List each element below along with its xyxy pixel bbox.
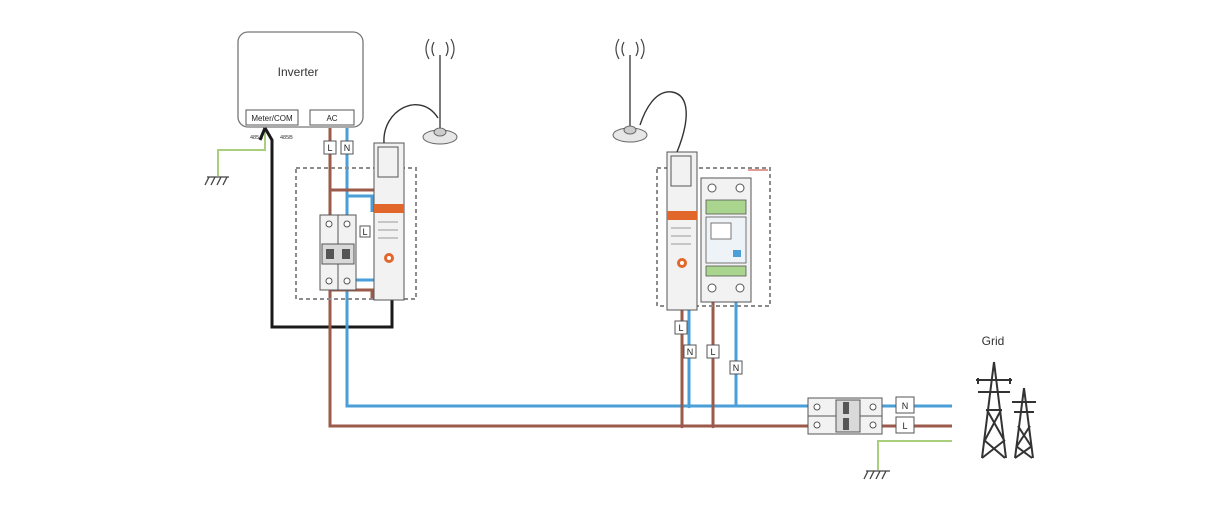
svg-text:N: N (344, 143, 351, 153)
wire-tag-n-inverter: N (340, 140, 354, 155)
rs485-wire (263, 127, 394, 329)
left-breaker (319, 214, 357, 291)
wire-tag-n-right-2: N (729, 360, 743, 375)
svg-text:N: N (902, 401, 909, 411)
svg-text:L: L (902, 421, 907, 431)
inverter: Inverter Meter/COM AC 485A 485B (237, 31, 364, 141)
svg-text:L: L (678, 323, 683, 333)
svg-text:L: L (710, 347, 715, 357)
grid-tag-n: N (895, 396, 915, 414)
ground-icon (204, 176, 229, 186)
wire-tag-n-right-1: N (683, 344, 697, 359)
svg-text:N: N (687, 347, 694, 357)
pin-485a-label: 485A (250, 135, 263, 141)
neutral-wire-main (345, 128, 952, 408)
inverter-ground (204, 128, 266, 186)
transmission-tower-icon (976, 361, 1036, 459)
wire-tag-l-inverter: L (323, 140, 337, 155)
wireless-signal-icon (615, 38, 645, 60)
wire-tag-l-right-2: L (706, 344, 720, 359)
ac-port-label: AC (326, 114, 337, 123)
wire-tag-l-panel: L (359, 225, 371, 238)
right-smart-meter (666, 151, 698, 311)
wireless-signal-icon (425, 38, 455, 60)
live-wire-main (328, 128, 952, 428)
grid-breaker (807, 397, 883, 435)
pin-485b-label: 485B (280, 135, 293, 141)
inverter-body (237, 31, 364, 128)
left-smart-meter (373, 142, 405, 301)
grid-energy-meter (700, 169, 768, 303)
grid-tag-l: L (895, 416, 915, 434)
svg-text:L: L (327, 143, 332, 153)
svg-text:L: L (362, 227, 367, 237)
grid-ground-icon (863, 470, 890, 480)
meter-com-port (245, 109, 299, 126)
meter-com-port-label: Meter/COM (251, 114, 293, 123)
right-panel-enclosure (656, 167, 771, 307)
left-panel-enclosure (295, 167, 417, 300)
right-antenna (612, 38, 687, 153)
inverter-title: Inverter (278, 65, 319, 79)
ac-port (309, 109, 355, 126)
wire-tag-l-right-1: L (674, 320, 688, 335)
left-antenna (383, 38, 458, 145)
grid-label: Grid (982, 334, 1005, 348)
svg-text:N: N (733, 363, 740, 373)
